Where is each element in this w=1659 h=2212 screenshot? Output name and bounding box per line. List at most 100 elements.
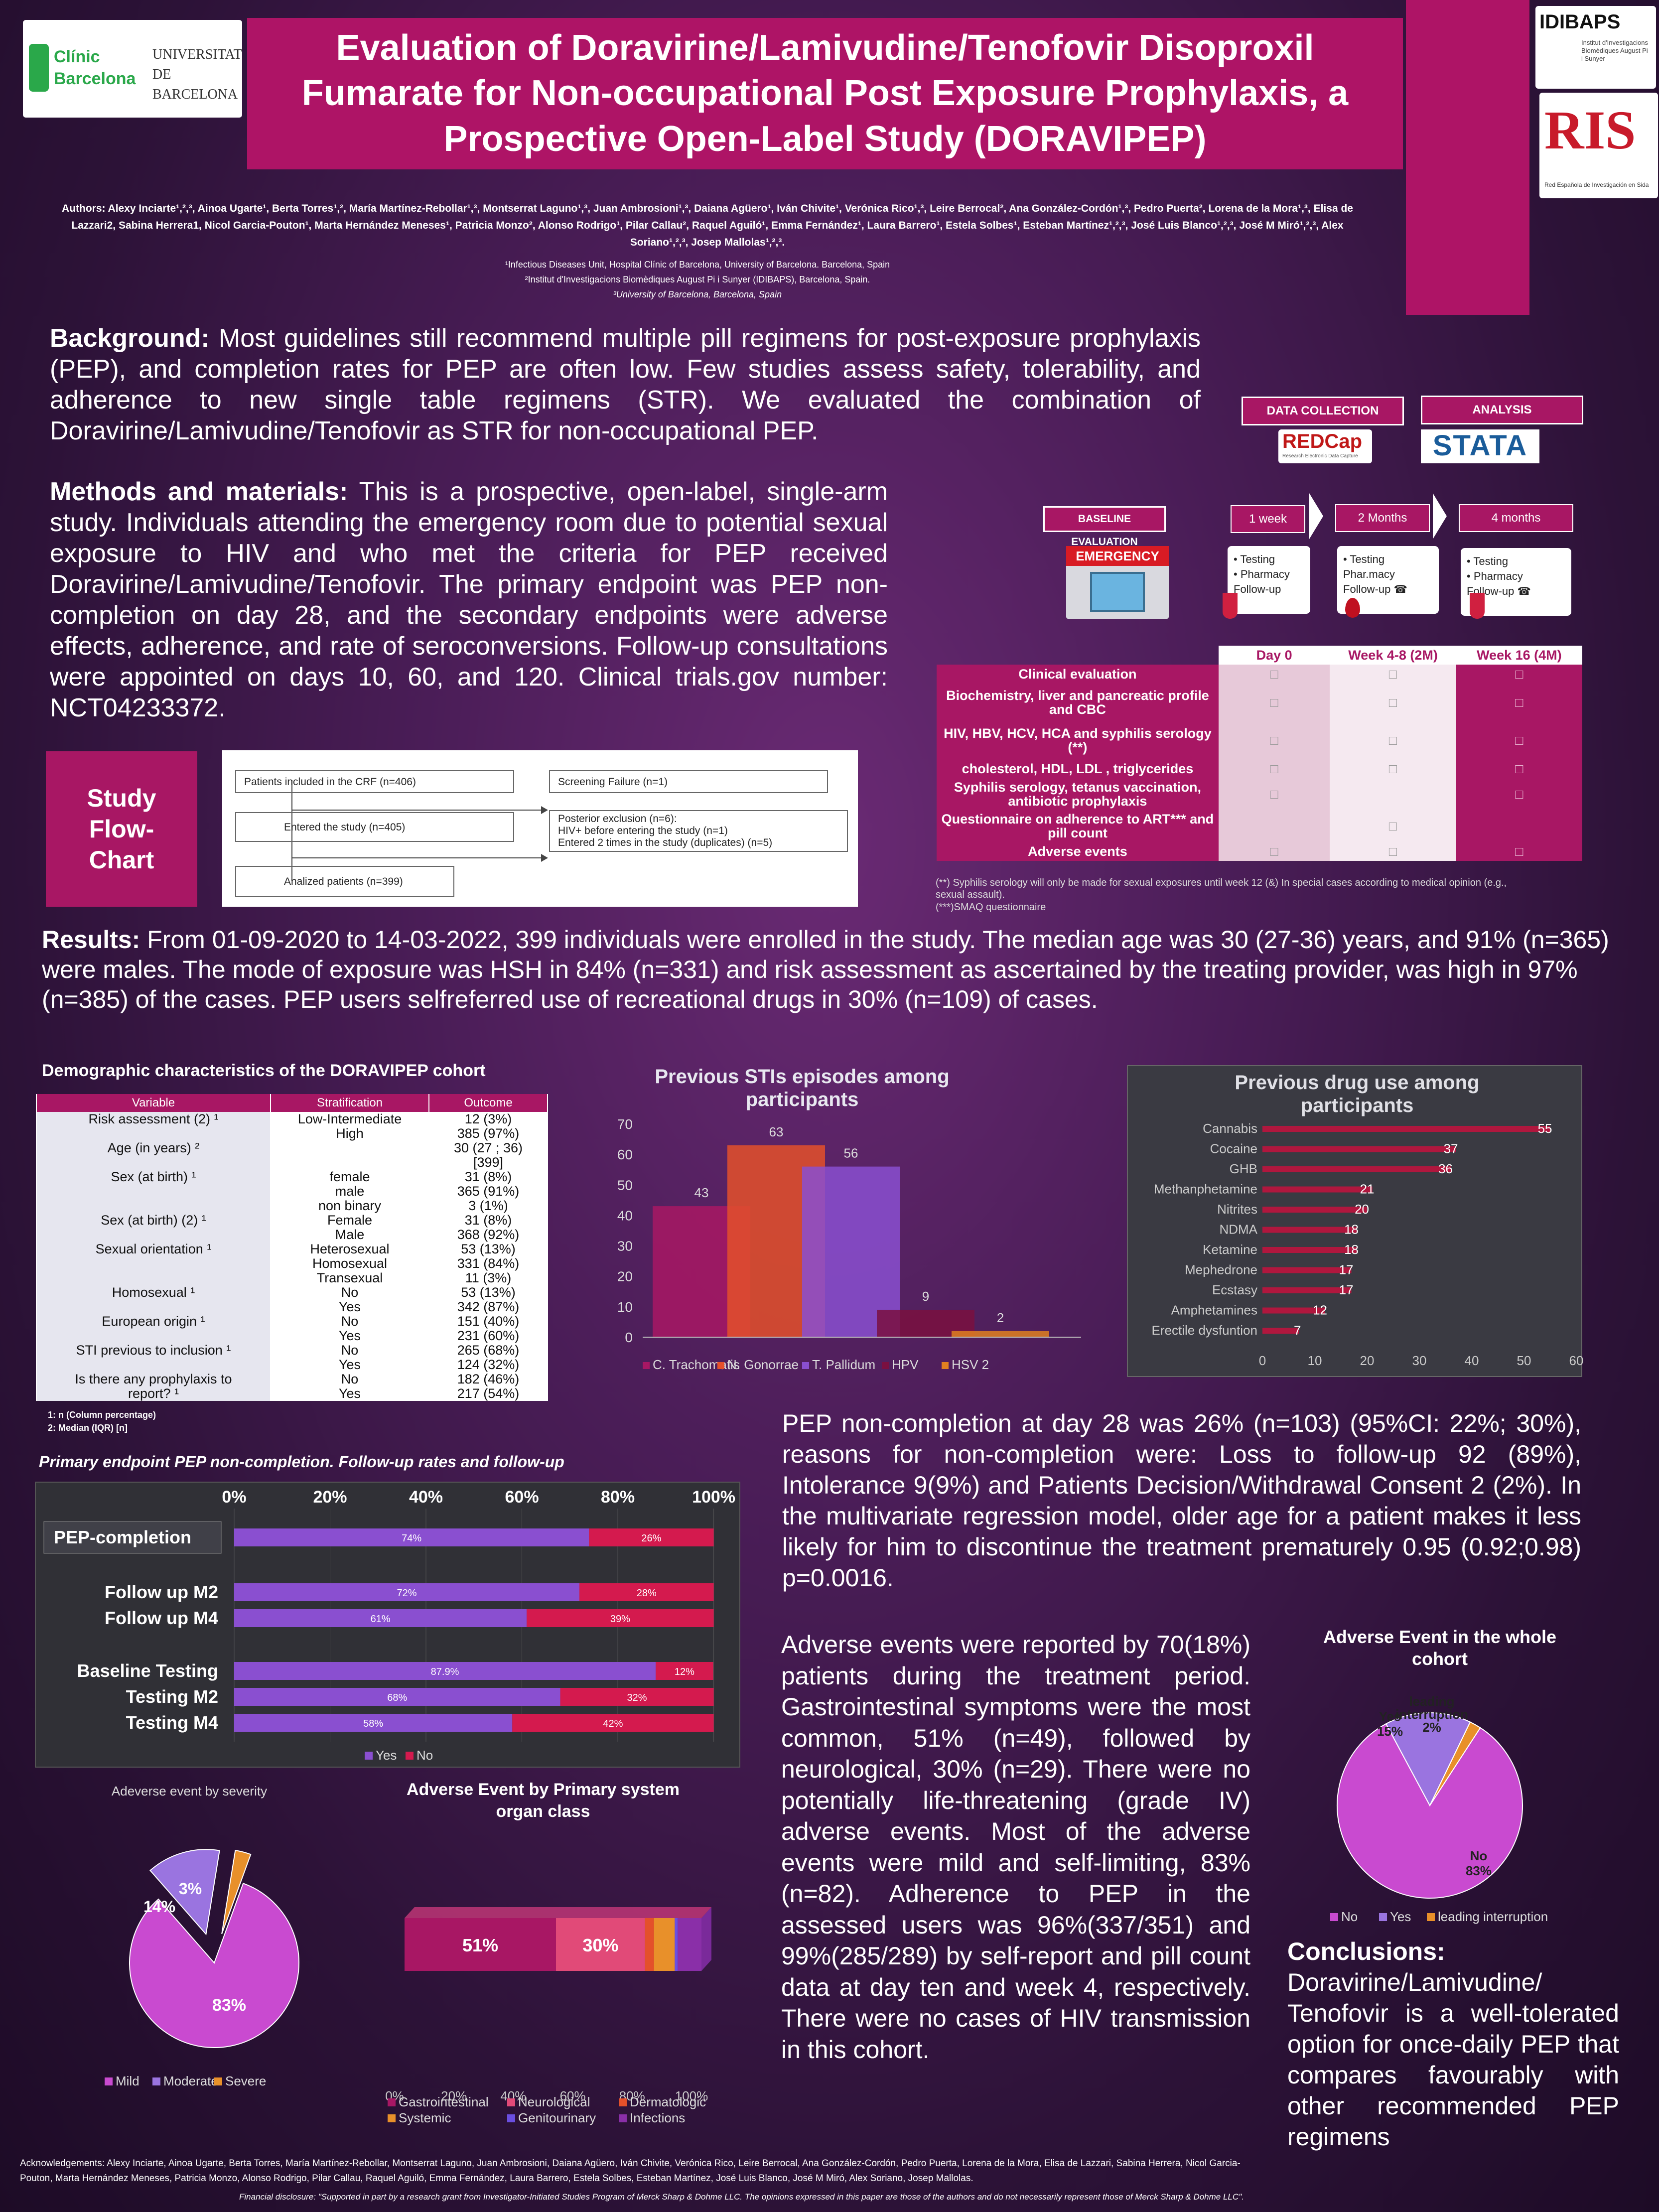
affiliations: ¹Infectious Diseases Unit, Hospital Clín… bbox=[299, 257, 1096, 302]
demo-cell-stratification: Homosexual bbox=[271, 1256, 428, 1271]
timeline-4-months: 4 months bbox=[1459, 504, 1573, 532]
organ-bar-top bbox=[405, 1907, 711, 1918]
redcap-sub: Research Electronic Data Capture bbox=[1282, 453, 1358, 459]
flow-box-included: Patients included in the CRF (n=406) bbox=[235, 770, 514, 793]
organ-bar-segment bbox=[675, 1918, 678, 1971]
ack-text: Acknowledgements: Alexy Inciarte, Ainoa … bbox=[20, 2158, 1241, 2184]
demo-footnote-1: 1: n (Column percentage) bbox=[48, 1410, 156, 1420]
drug-category-label: Cocaine bbox=[1210, 1141, 1257, 1156]
schedule-header-row: Day 0 Week 4-8 (2M) Week 16 (4M) bbox=[937, 646, 1582, 665]
schedule-checkbox: □ bbox=[1330, 721, 1456, 759]
drug-data-label: 37 bbox=[1444, 1141, 1458, 1156]
demo-cell-stratification: non binary bbox=[271, 1199, 428, 1213]
schedule-checkbox: □ bbox=[1218, 684, 1330, 721]
blood-drop-icon bbox=[1345, 598, 1360, 618]
organ-legend-swatch bbox=[507, 2098, 515, 2106]
followup-category-label: Follow up M4 bbox=[105, 1608, 218, 1628]
organ-legend-swatch bbox=[388, 2114, 396, 2122]
cohort-pie-title: Adverse Event in the whole cohort bbox=[1323, 1627, 1557, 1669]
cohort-slice bbox=[1385, 1712, 1471, 1807]
demo-cell-stratification: Yes bbox=[271, 1329, 428, 1343]
demo-cell-stratification: Female bbox=[271, 1213, 428, 1228]
flow-chart-label: Study Flow-Chart bbox=[87, 784, 156, 874]
drug-bar bbox=[1262, 1247, 1357, 1253]
demo-table: Variable Stratification Outcome Risk ass… bbox=[36, 1094, 548, 1401]
cohort-data-label: No bbox=[1470, 1848, 1488, 1863]
card1-line1: • Testing bbox=[1234, 553, 1275, 565]
schedule-checkbox: □ bbox=[1218, 778, 1330, 810]
demo-cell-variable: Is there any prophylaxis to bbox=[37, 1372, 270, 1386]
flow-arrowhead bbox=[541, 854, 548, 862]
demo-cell-outcome: 368 (92%) bbox=[429, 1228, 547, 1242]
sti-data-label: 2 bbox=[997, 1310, 1004, 1325]
sti-y-tick: 10 bbox=[617, 1299, 633, 1315]
schedule-row: Syphilis serology, tetanus vaccination, … bbox=[937, 778, 1582, 810]
flow-arrows bbox=[291, 780, 548, 881]
demo-cell-stratification: No bbox=[271, 1372, 428, 1386]
methods-heading: Methods and materials: bbox=[50, 477, 348, 506]
ris-logo: RIS Red Española de Investigación en Sid… bbox=[1539, 93, 1658, 198]
flow-box-analized: Analized patients (n=399) bbox=[235, 866, 454, 897]
drug-category-label: NDMA bbox=[1219, 1222, 1257, 1237]
demo-cell-outcome: 217 (54%) bbox=[429, 1386, 547, 1401]
drug-x-tick: 40 bbox=[1465, 1353, 1479, 1368]
followup-bar-no bbox=[560, 1688, 714, 1706]
drug-bar bbox=[1262, 1287, 1352, 1293]
followup-category-label: Follow up M2 bbox=[105, 1582, 218, 1602]
followup-bar-no bbox=[579, 1583, 714, 1601]
drug-bar bbox=[1262, 1166, 1451, 1172]
affiliation-3: ³University of Barcelona, Barcelona, Spa… bbox=[613, 289, 782, 299]
demo-cell-outcome: 265 (68%) bbox=[429, 1343, 547, 1358]
severity-slice bbox=[129, 1882, 299, 2048]
demo-cell-variable: Sex (at birth) ¹ bbox=[37, 1170, 270, 1184]
demo-cell-outcome: 30 (27 ; 36) bbox=[429, 1141, 547, 1155]
drug-bar bbox=[1262, 1146, 1456, 1152]
cohort-data-label: 83% bbox=[1466, 1863, 1492, 1878]
demo-cell-stratification bbox=[271, 1141, 428, 1155]
methods-section: Methods and materials: This is a prospec… bbox=[50, 476, 888, 723]
drug-category-label: Nitrites bbox=[1217, 1202, 1257, 1217]
drug-category-label: GHB bbox=[1230, 1161, 1257, 1176]
sti-legend-label: C. Trachomatis bbox=[653, 1357, 740, 1372]
organ-bar-segment bbox=[555, 1918, 645, 1971]
demo-cell-outcome: 3 (1%) bbox=[429, 1199, 547, 1213]
severity-slice bbox=[221, 1849, 252, 1935]
demo-cell-stratification: High bbox=[271, 1126, 428, 1141]
results-section: Results: From 01-09-2020 to 14-03-2022, … bbox=[42, 925, 1626, 1014]
cohort-legend-swatch bbox=[1330, 1913, 1338, 1921]
idibaps-logo-sub: Institut d'Investigacions Biomèdiques Au… bbox=[1581, 39, 1648, 62]
organ-chart-title: Adverse Event by Primary system organ cl… bbox=[406, 1780, 680, 1821]
sti-data-label: 56 bbox=[844, 1146, 858, 1161]
followup-category-label: Testing M2 bbox=[126, 1686, 218, 1707]
demo-cell-outcome: 31 (8%) bbox=[429, 1170, 547, 1184]
cohort-data-label: 2% bbox=[1422, 1720, 1441, 1735]
drug-data-label: 18 bbox=[1344, 1222, 1359, 1237]
demo-cell-variable bbox=[37, 1271, 270, 1285]
flow-exclusion-line: Posterior exclusion (n=6): bbox=[558, 813, 677, 825]
schedule-checkbox: □ bbox=[1456, 684, 1582, 721]
cohort-slice bbox=[1429, 1721, 1481, 1806]
followup-label-yes: 72% bbox=[397, 1588, 417, 1599]
schedule-checkbox: □ bbox=[1330, 759, 1456, 778]
drug-data-label: 36 bbox=[1438, 1161, 1453, 1176]
followup-pep-label-box bbox=[43, 1521, 222, 1554]
schedule-checkbox: □ bbox=[1456, 759, 1582, 778]
authors: Authors: Alexy Inciarte¹,²,³, Ainoa Ugar… bbox=[62, 203, 1353, 248]
demo-cell-outcome: 365 (91%) bbox=[429, 1184, 547, 1199]
results-text: From 01-09-2020 to 14-03-2022, 399 indiv… bbox=[42, 926, 1609, 1013]
followup-legend-swatch bbox=[406, 1752, 414, 1760]
sti-legend-label: T. Pallidum bbox=[812, 1357, 875, 1372]
demo-cell-stratification: Low-Intermediate bbox=[271, 1112, 428, 1126]
drug-data-label: 55 bbox=[1538, 1121, 1552, 1136]
drug-category-label: Amphetamines bbox=[1171, 1303, 1257, 1318]
